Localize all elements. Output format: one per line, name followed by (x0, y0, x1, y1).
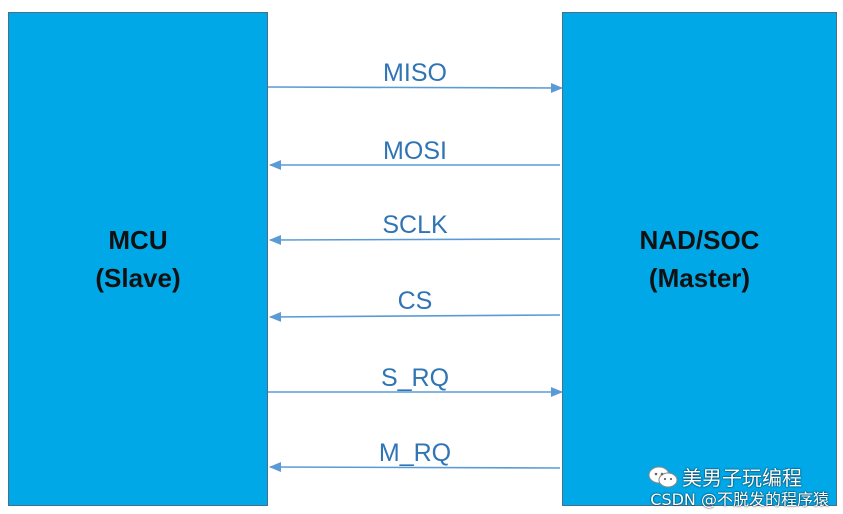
watermark-channel-text: 美男子玩编程 (682, 466, 802, 490)
soc-title: NAD/SOC (639, 225, 760, 255)
arrow-sclk (269, 234, 561, 245)
label-m-rq: M_RQ (379, 439, 451, 467)
label-s-rq: S_RQ (381, 364, 449, 392)
mcu-role: (Slave) (95, 263, 181, 293)
watermark-csdn: CSDN @不脱发的程序猿 (650, 490, 829, 509)
mcu-title: MCU (108, 225, 168, 255)
wechat-icon (648, 466, 678, 487)
watermark-channel: 美男子玩编程 (648, 462, 802, 491)
arrow-cs (269, 311, 561, 322)
arrow-miso (267, 82, 563, 93)
mcu-block: MCU (Slave) (8, 12, 268, 506)
label-cs: CS (398, 287, 433, 315)
label-sclk: SCLK (382, 211, 448, 239)
arrow-m-rq (269, 462, 561, 473)
label-mosi: MOSI (383, 137, 447, 165)
label-miso: MISO (383, 59, 447, 87)
soc-block: NAD/SOC (Master) (562, 12, 837, 506)
soc-role: (Master) (648, 263, 751, 293)
